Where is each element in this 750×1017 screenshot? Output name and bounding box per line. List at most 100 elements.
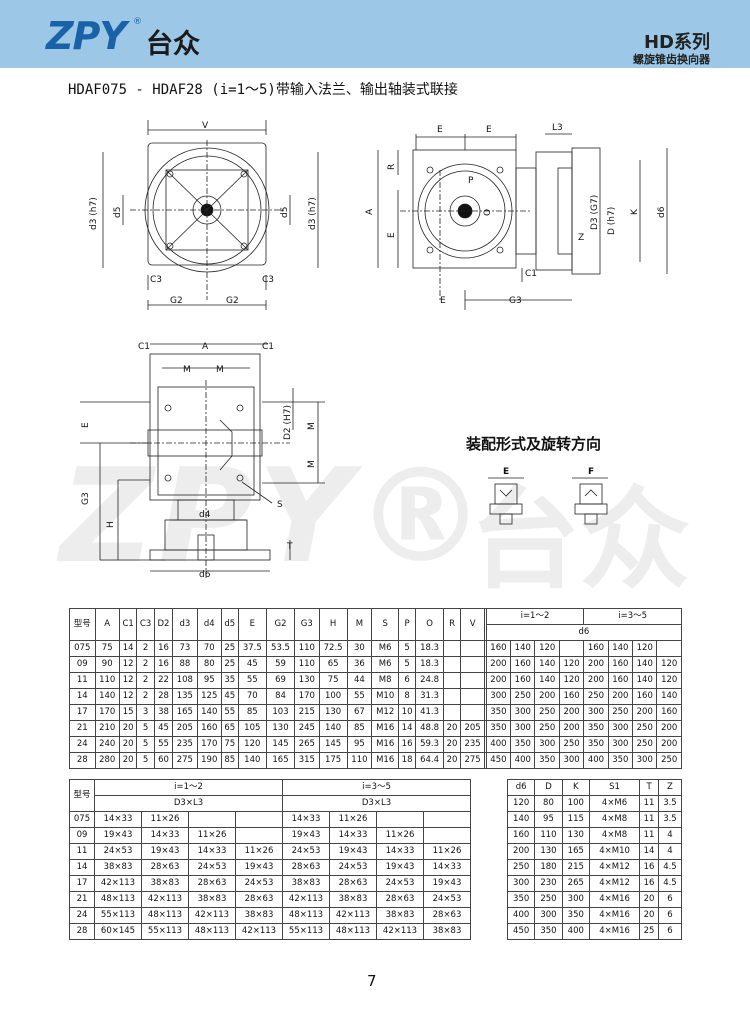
table-cell: 42×113 bbox=[235, 923, 283, 940]
table-header-cell: M bbox=[346, 608, 373, 641]
table-cell: 240 bbox=[94, 736, 120, 753]
table-cell: 115 bbox=[561, 811, 590, 828]
table-cell: 41.3 bbox=[414, 704, 445, 721]
assembly-form-E bbox=[488, 477, 524, 525]
label-C3-left: C3 bbox=[150, 275, 162, 285]
table-cell: 14 bbox=[398, 720, 416, 737]
table-cell: 4×M16 bbox=[588, 891, 641, 908]
table-cell: 38×83 bbox=[141, 875, 189, 892]
table-cell: 15 bbox=[118, 704, 138, 721]
watermark-logo: ZPY® bbox=[60, 440, 490, 592]
table-cell: M16 bbox=[371, 720, 400, 737]
table-cell: 300 bbox=[510, 704, 536, 721]
table-cell: 4.5 bbox=[657, 875, 683, 892]
table-cell: 28 bbox=[153, 688, 174, 705]
table-cell: 14 bbox=[69, 688, 96, 705]
table-cell: 73 bbox=[172, 640, 198, 657]
table-cell: 315 bbox=[294, 752, 320, 769]
table-cell: 8 bbox=[398, 688, 416, 705]
table-cell: 275 bbox=[172, 752, 198, 769]
table-cell: 103 bbox=[265, 704, 296, 721]
table-cell: 38×83 bbox=[282, 875, 330, 892]
label-D3: D3 (G7) bbox=[590, 195, 600, 230]
table-cell: 4 bbox=[657, 843, 683, 860]
table-cell: 11×26 bbox=[188, 827, 236, 844]
table-cell: 38×83 bbox=[188, 891, 236, 908]
table-cell: M8 bbox=[371, 672, 400, 689]
table-cell: 16 bbox=[153, 656, 174, 673]
table-cell: 350 bbox=[583, 720, 609, 737]
label-d5-left: d5 bbox=[113, 207, 123, 218]
table-cell: 205 bbox=[459, 720, 486, 737]
table-cell: 31.3 bbox=[414, 688, 445, 705]
table-header-cell: i=1～2 bbox=[94, 779, 283, 796]
table-cell: 19×43 bbox=[376, 859, 424, 876]
table-cell: 140 bbox=[632, 672, 658, 689]
table-cell: 130 bbox=[294, 672, 320, 689]
table-cell bbox=[443, 656, 461, 673]
table-cell: 4×M10 bbox=[588, 843, 641, 860]
table-cell: 45 bbox=[237, 656, 267, 673]
table-cell: M6 bbox=[371, 656, 400, 673]
table-cell: 250 bbox=[510, 688, 536, 705]
table-cell: 200 bbox=[632, 704, 658, 721]
table-cell: 48.8 bbox=[414, 720, 445, 737]
table-cell: 280 bbox=[94, 752, 120, 769]
table-cell: 42×113 bbox=[141, 891, 189, 908]
table-cell: 4 bbox=[657, 827, 683, 844]
table-cell bbox=[235, 827, 283, 844]
table-cell: 55 bbox=[237, 672, 267, 689]
table-cell: 64.4 bbox=[414, 752, 445, 769]
table-cell: 250 bbox=[656, 752, 682, 769]
table-cell: 24×53 bbox=[376, 875, 424, 892]
table-cell: 170 bbox=[294, 688, 320, 705]
label-E-bottom: E bbox=[440, 296, 446, 306]
table-cell: 20 bbox=[443, 720, 461, 737]
table-cell: 09 bbox=[69, 656, 96, 673]
table-header-cell: H bbox=[318, 608, 348, 641]
label-A-bl: A bbox=[202, 342, 209, 352]
table-header-cell: P bbox=[398, 608, 416, 641]
table-cell: 16 bbox=[639, 875, 659, 892]
table-cell: 350 bbox=[534, 923, 563, 940]
table-cell bbox=[423, 827, 471, 844]
table-cell: 300 bbox=[534, 907, 563, 924]
page-number: 7 bbox=[367, 972, 377, 990]
table-cell: 350 bbox=[534, 752, 560, 769]
label-R: R bbox=[387, 164, 397, 170]
label-M-side-1: M bbox=[307, 422, 317, 430]
table-cell: 4.5 bbox=[657, 859, 683, 876]
label-d4: d4 bbox=[199, 510, 211, 520]
table-cell: 55×113 bbox=[94, 907, 142, 924]
table-cell: 48×113 bbox=[188, 923, 236, 940]
label-d3-right: d3 (h7) bbox=[308, 197, 318, 230]
table-cell: 120 bbox=[506, 795, 536, 812]
table-cell: 44 bbox=[346, 672, 373, 689]
table-cell: 300 bbox=[607, 720, 634, 737]
table-header-cell: d4 bbox=[196, 608, 222, 641]
table-cell: 450 bbox=[506, 923, 536, 940]
bottom-left-view bbox=[80, 343, 325, 580]
label-E-side: E bbox=[387, 232, 397, 238]
label-G3-top: G3 bbox=[509, 296, 522, 306]
table-cell: 95 bbox=[534, 811, 563, 828]
table-cell: 24 bbox=[69, 907, 95, 924]
table-cell: 180 bbox=[534, 859, 563, 876]
table-cell: 65 bbox=[220, 720, 239, 737]
table-cell: 19×43 bbox=[282, 827, 330, 844]
table-cell: 215 bbox=[561, 859, 590, 876]
table-cell: 265 bbox=[294, 736, 320, 753]
table-cell: 5 bbox=[136, 736, 155, 753]
table-cell: 14×33 bbox=[423, 859, 471, 876]
table-cell: 48×113 bbox=[282, 907, 330, 924]
